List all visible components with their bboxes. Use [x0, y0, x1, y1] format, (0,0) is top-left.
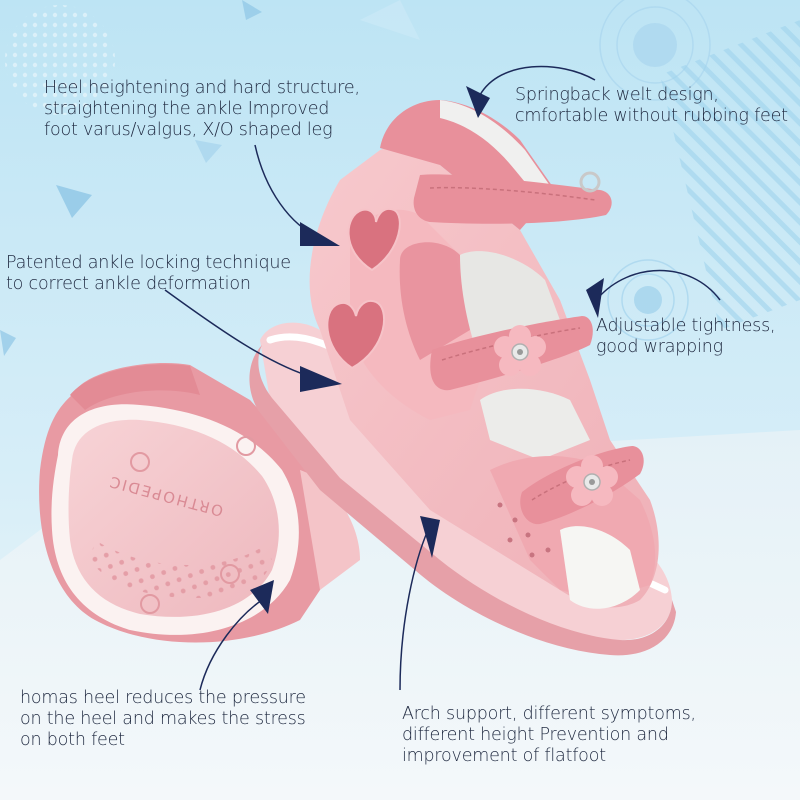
callout-arch-line-1: Arch support, different symptoms, — [402, 704, 696, 724]
callout-heel-line-3: foot varus/valgus, X/O shaped leg — [44, 120, 333, 140]
background-decorations — [0, 0, 800, 356]
callout-tightness: Adjustable tightness, good wrapping — [596, 316, 776, 358]
flower-ornament-middle — [494, 325, 546, 376]
callout-ankle-line-1: Patented ankle locking technique — [6, 253, 291, 273]
callout-heel-line-2: straightening the ankle Improved — [44, 99, 330, 119]
callout-thomas: homas heel reduces the pressure on the h… — [20, 688, 306, 751]
heart-decoration-top — [347, 208, 401, 272]
callout-thomas-line-2: on the heel and makes the stress — [20, 709, 306, 729]
callout-thomas-line-3: on both feet — [20, 730, 125, 750]
callout-heel-line-1: Heel heightening and hard structure, — [44, 78, 360, 98]
front-sandal — [249, 100, 677, 656]
back-sandal-sole: ORTHOPEDIC — [39, 363, 360, 643]
callout-ankle-line-2: to correct ankle deformation — [6, 274, 251, 294]
callout-arch-line-3: improvement of flatfoot — [402, 746, 606, 766]
callout-thomas-line-1: homas heel reduces the pressure — [20, 688, 306, 708]
callout-springback: Springback welt design, cmfortable witho… — [515, 85, 788, 127]
heart-decoration-bottom — [326, 300, 385, 370]
callout-arch: Arch support, different symptoms, differ… — [402, 704, 696, 767]
ankle-strap — [413, 174, 612, 224]
callout-tightness-line-1: Adjustable tightness, — [596, 316, 776, 336]
callout-ankle: Patented ankle locking technique to corr… — [6, 253, 291, 295]
callout-tightness-line-2: good wrapping — [596, 337, 723, 357]
callout-arrowheads — [250, 86, 604, 614]
callout-springback-line-1: Springback welt design, — [515, 85, 719, 105]
callout-springback-line-2: cmfortable without rubbing feet — [515, 106, 788, 126]
callout-heel: Heel heightening and hard structure, str… — [44, 78, 360, 141]
callout-arch-line-2: different height Prevention and — [402, 725, 669, 745]
flower-ornament-front — [566, 455, 618, 506]
